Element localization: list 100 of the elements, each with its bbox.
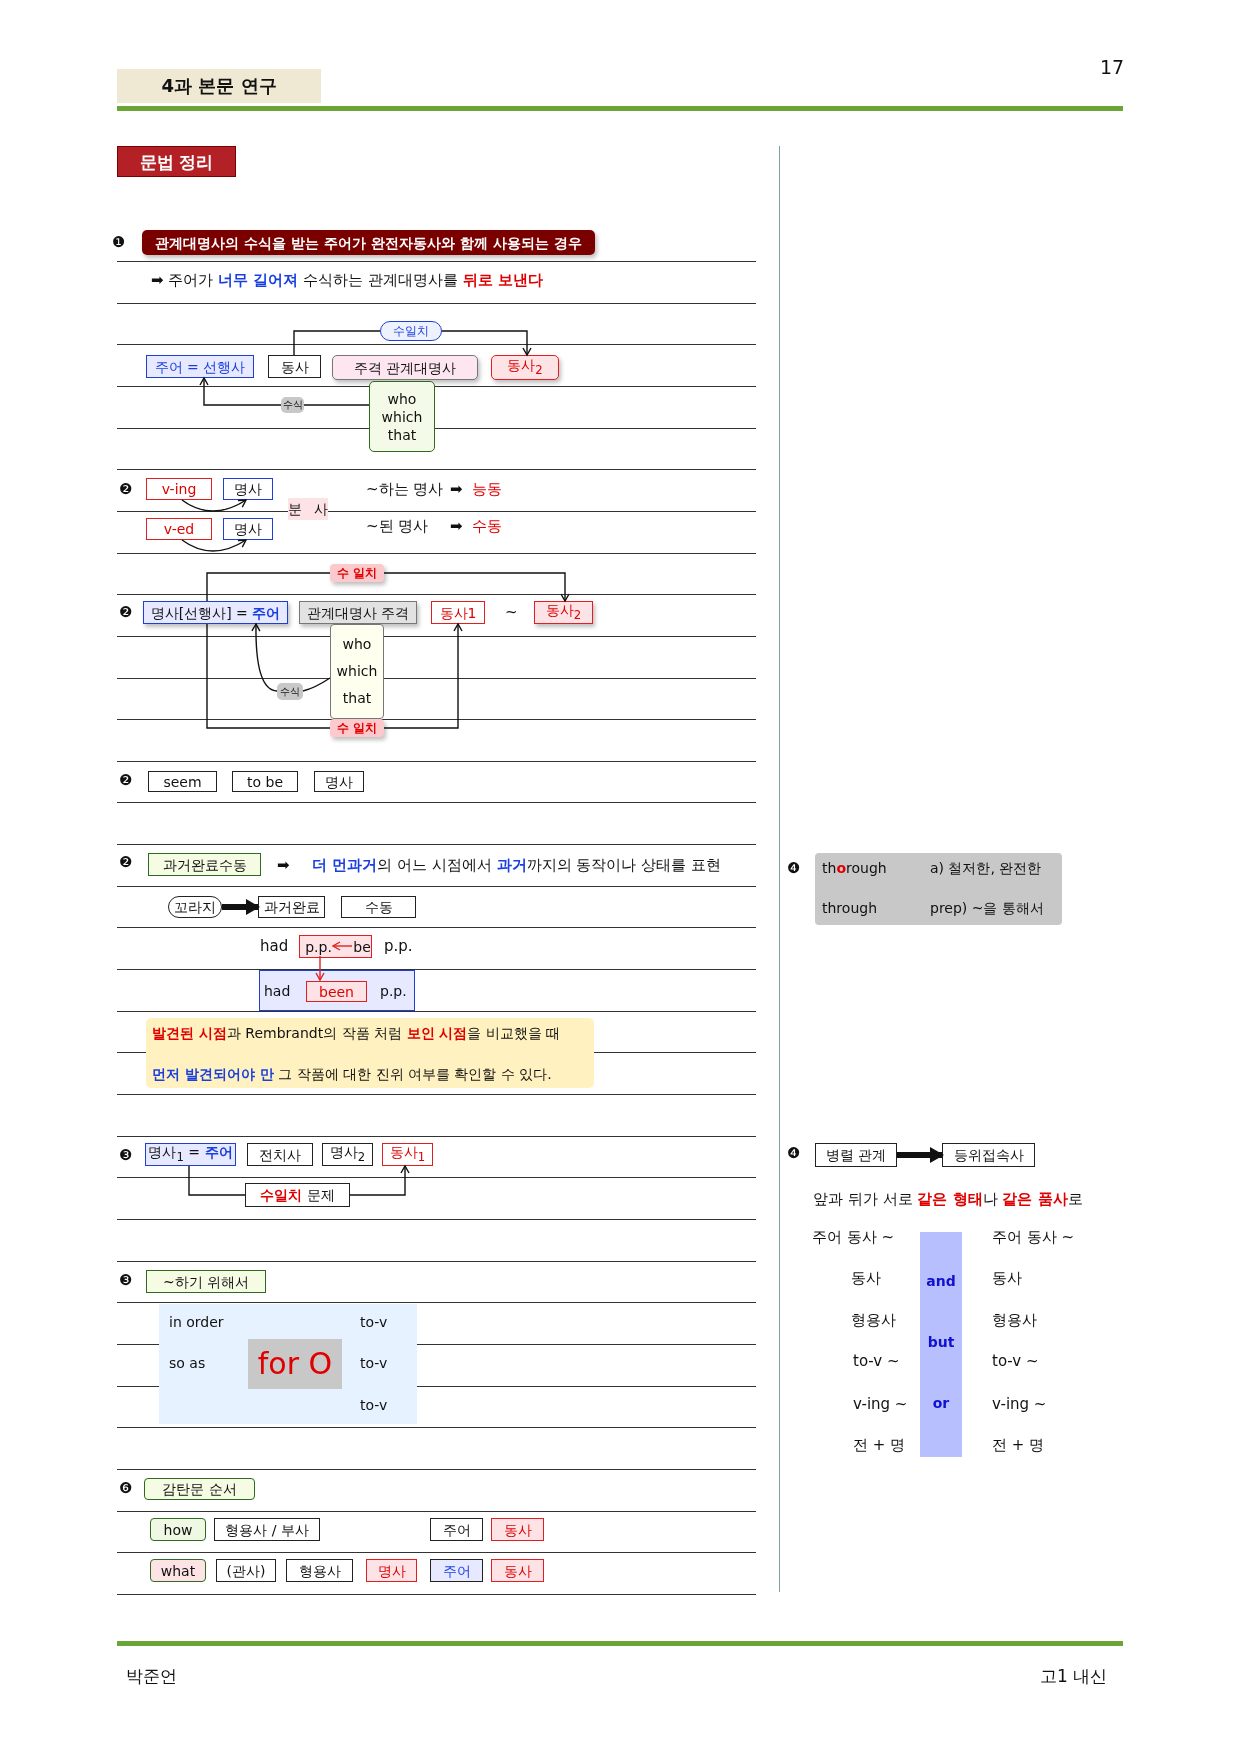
term-text: 4과 본문 연구 — [161, 77, 277, 95]
term-box — [286, 1559, 353, 1582]
guide-sentence: ➡ 주어가 너무 길어져 수식하는 관계대명사를 뒤로 보낸다 — [151, 270, 543, 290]
term-box — [306, 981, 367, 1002]
term-box — [430, 1559, 483, 1582]
term-box — [299, 601, 417, 624]
pattern-text: 주어 동사 ~ — [812, 1227, 895, 1247]
term-box — [245, 1183, 350, 1207]
term-text: 꼬라지 — [174, 898, 216, 916]
connector-line — [302, 677, 331, 692]
connector-arrow — [383, 623, 463, 729]
arrow-symbol: ➡ — [450, 516, 463, 536]
connector-line — [206, 623, 331, 729]
pattern-text: 전 + 명 — [992, 1435, 1045, 1455]
term-box — [815, 1143, 897, 1167]
term-box — [223, 518, 273, 540]
term-text: what — [160, 1561, 196, 1580]
term-box — [144, 1478, 255, 1500]
term-text: 명사$_{2}$ — [329, 1143, 366, 1166]
term-text: v-ed — [163, 520, 195, 538]
connector-arrow — [332, 941, 353, 951]
term-text: v-ing — [161, 480, 197, 498]
term-text: 주격 관계대명사 — [353, 358, 457, 377]
section-number: ❷ — [119, 852, 133, 872]
term-box — [534, 601, 593, 624]
connector-arrow — [441, 330, 532, 356]
term-text: and — [925, 1272, 957, 1290]
term-text: 명사[선행사] = 주어 — [150, 603, 281, 622]
term-text: 등위접속사 — [953, 1146, 1024, 1164]
term-text: 형용사 / 부사 — [225, 1520, 309, 1539]
pattern-text: 동사 — [992, 1268, 1022, 1288]
connector-line — [293, 330, 381, 356]
arrow-symbol: ➡ — [277, 855, 290, 875]
pronoun-box — [330, 624, 384, 719]
term-box — [341, 896, 416, 918]
term-box — [268, 355, 321, 378]
term-text: 명사$_{1}$ = 주어 — [148, 1143, 233, 1166]
arrow-symbol: ➡ — [450, 479, 463, 499]
pattern-text: 전 + 명 — [853, 1435, 906, 1455]
term-box — [148, 771, 217, 792]
term-text: 명사 — [377, 1561, 406, 1580]
term-box — [314, 771, 364, 792]
term-box — [382, 1143, 433, 1166]
connector-line — [303, 404, 370, 406]
term-box — [491, 1518, 544, 1541]
pattern-text: v-ing ~ — [992, 1394, 1047, 1414]
term-box — [366, 1559, 417, 1582]
connector-arrow — [315, 955, 325, 981]
section-number: ❸ — [119, 1145, 133, 1165]
term-text: 주어 — [442, 1561, 471, 1580]
term-box — [322, 1143, 373, 1166]
phrase-box — [248, 1339, 342, 1389]
pattern-text: 주어 동사 ~ — [992, 1227, 1075, 1247]
term-text: 병렬 관계 — [825, 1146, 887, 1164]
connector-arrow — [349, 1165, 410, 1196]
term-box — [216, 1559, 276, 1582]
term-text: been — [319, 982, 354, 1001]
agreement-pill — [330, 564, 384, 582]
connector-arrow — [181, 499, 247, 512]
term-text: 동사1 — [439, 603, 477, 622]
pattern-text: v-ing ~ — [853, 1394, 908, 1414]
meaning-text: ~된 명사 — [366, 516, 429, 536]
term-text: prep) ~을 통해서 — [930, 899, 1044, 917]
section-number: ❷ — [119, 602, 133, 622]
pattern-text: 형용사 — [992, 1310, 1037, 1330]
section-tag — [117, 146, 236, 177]
term-text: to-v — [360, 1354, 388, 1372]
term-text: 수 일치 — [336, 720, 378, 737]
heading-band — [117, 69, 321, 103]
term-text: 동사$_{2}$ — [545, 601, 582, 624]
term-text: 명사 — [325, 772, 353, 791]
form-word: p.p. — [384, 936, 413, 956]
term-text: 동사 — [280, 357, 309, 376]
term-box — [150, 1559, 206, 1582]
pattern-text: 동사 — [851, 1268, 881, 1288]
connector-arrow — [897, 1147, 944, 1163]
term-text: (관사) — [226, 1561, 266, 1580]
connector-arrow — [222, 899, 260, 915]
voice-text: 능동 — [472, 479, 502, 499]
term-text: through — [822, 899, 877, 917]
term-text: 수식 — [280, 684, 300, 699]
term-text: 수 일치 — [336, 565, 378, 582]
form-box — [259, 970, 415, 1011]
agreement-pill — [330, 719, 384, 737]
term-text: 전치사 — [259, 1145, 301, 1164]
pattern-text: 형용사 — [851, 1310, 896, 1330]
section-number: ❹ — [787, 1143, 801, 1163]
term-text: 수일치 — [393, 323, 429, 340]
connector-arrow — [383, 572, 570, 602]
term-text: 동사 — [503, 1520, 532, 1539]
term-text: how — [163, 1520, 193, 1539]
term-text: seem — [163, 772, 202, 791]
section-number: ❷ — [119, 479, 133, 499]
connector-line — [188, 1165, 246, 1196]
term-box — [332, 355, 478, 380]
term-text: for O — [257, 1349, 333, 1379]
term-text: but — [926, 1333, 956, 1351]
term-text: 문법 정리 — [139, 152, 214, 171]
term-text: 형용사 — [298, 1561, 341, 1580]
term-text: 수식 — [282, 398, 303, 412]
